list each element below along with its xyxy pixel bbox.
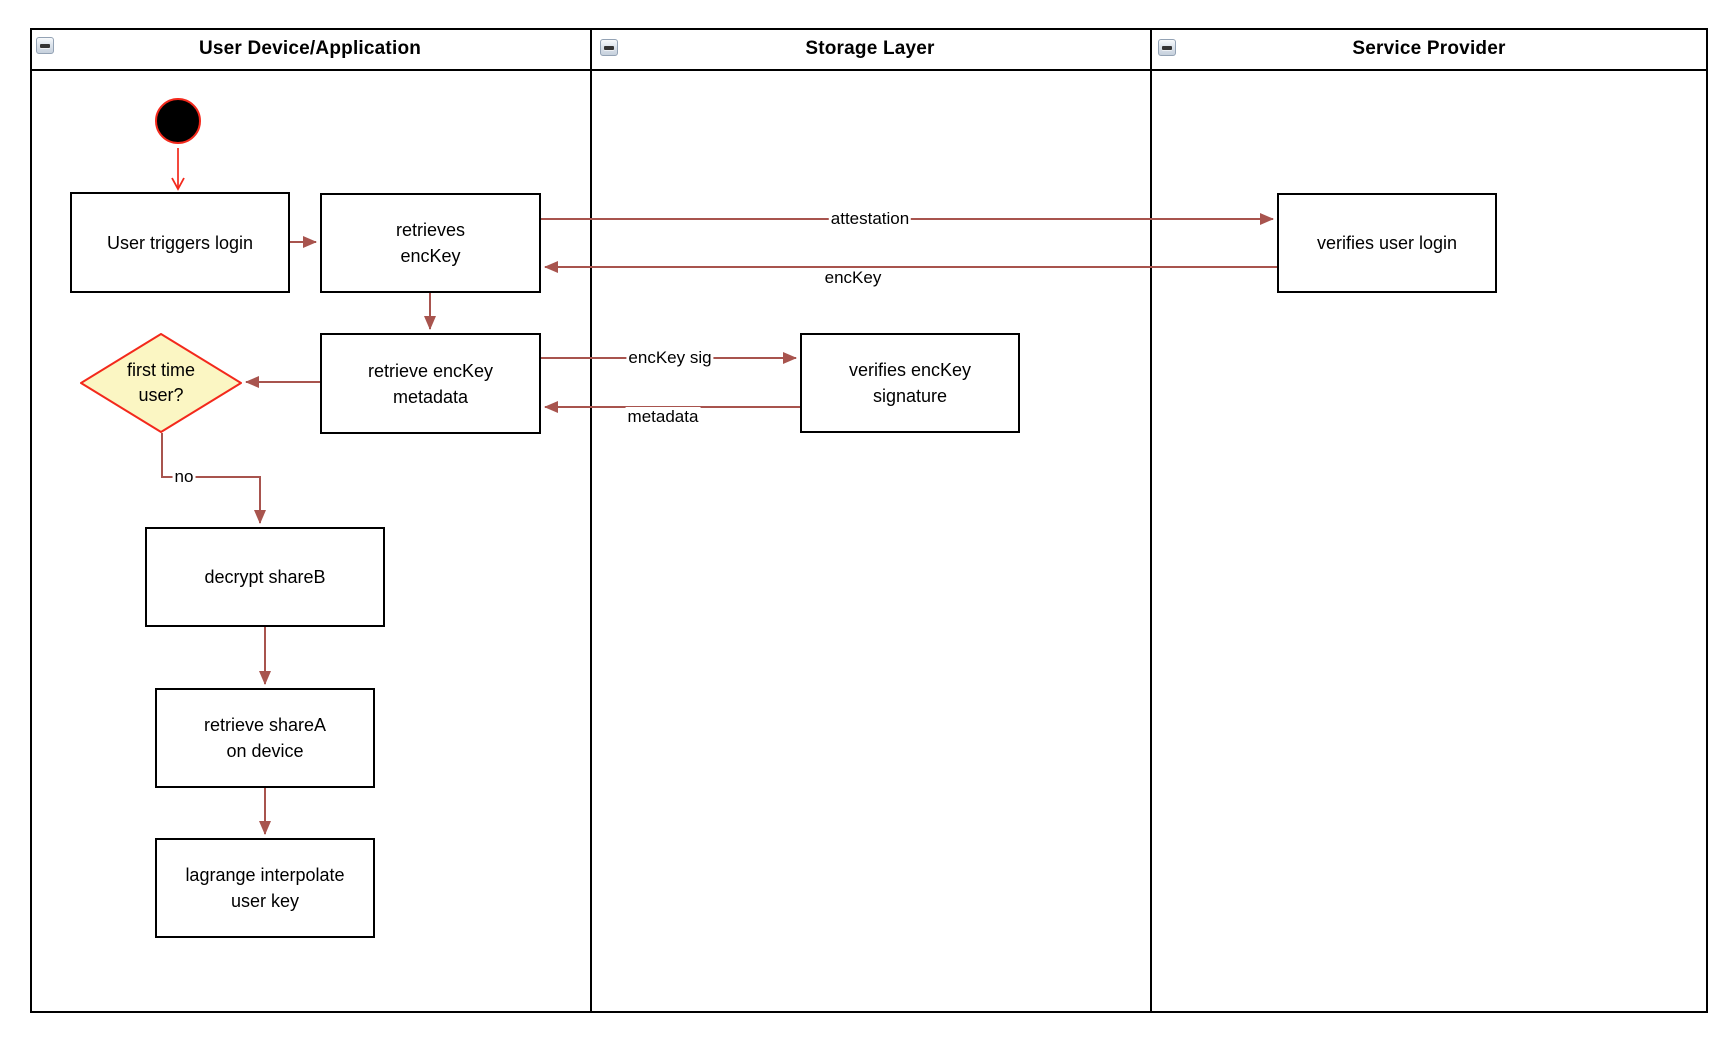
collapse-icon-service-provider[interactable]	[1158, 39, 1176, 56]
node-label-line: on device	[226, 741, 304, 761]
node-label-line: metadata	[392, 386, 469, 407]
node-retrieve-sharea[interactable]: retrieve shareA on device	[155, 688, 375, 788]
node-retrieves-enckey[interactable]: retrieves encKey	[320, 193, 541, 293]
edge-no-branch-label[interactable]: no	[172, 467, 196, 487]
node-lagrange-interpolate[interactable]: lagrange interpolate user key	[155, 838, 375, 938]
node-verifies-enckey-signature[interactable]: verifies encKey signature	[800, 333, 1020, 433]
edge-metadata-return-label[interactable]: metadata	[625, 407, 701, 427]
node-label-line: verifies encKey	[848, 360, 972, 380]
node-verifies-user-login[interactable]: verifies user login	[1277, 193, 1497, 293]
lane-title-service-provider: Service Provider	[1352, 37, 1506, 59]
node-label-line: signature	[872, 386, 948, 406]
lane-title-storage-layer: Storage Layer	[805, 37, 935, 59]
lane-title-user-device: User Device/Application	[198, 37, 422, 59]
edge-no-branch[interactable]	[161, 433, 266, 524]
node-label-line: verifies user login	[1316, 233, 1458, 253]
start-node[interactable]	[155, 98, 201, 144]
node-label-line: retrieve shareA	[203, 715, 327, 735]
node-label-line: retrieve encKey	[367, 360, 494, 381]
edge-enckey-sig-label[interactable]: encKey sig	[626, 348, 714, 368]
edge-enckey-return-label[interactable]: encKey	[822, 268, 884, 288]
collapse-icon-storage-layer[interactable]	[600, 39, 618, 56]
node-label-line: decrypt shareB	[204, 567, 326, 587]
node-user-triggers-login[interactable]: User triggers login	[70, 192, 290, 293]
lane-divider-1	[590, 28, 592, 1013]
minus-icon	[40, 43, 50, 48]
node-label-line: User triggers login	[106, 232, 254, 253]
node-retrieve-enckey-metadata[interactable]: retrieve encKey metadata	[320, 333, 541, 434]
collapse-icon-user-device[interactable]	[36, 37, 54, 54]
node-label-line: encKey	[400, 246, 461, 266]
node-label-line: lagrange interpolate	[185, 865, 345, 885]
node-decrypt-shareb[interactable]: decrypt shareB	[145, 527, 385, 627]
minus-icon	[1162, 45, 1172, 50]
minus-icon	[604, 45, 614, 50]
node-label-line: retrieves	[395, 220, 466, 240]
lane-divider-2	[1150, 28, 1152, 1013]
lane-header-separator	[30, 69, 1708, 71]
diamond-shape	[80, 333, 242, 433]
node-label-line: user key	[230, 891, 300, 911]
edge-attestation-label[interactable]: attestation	[828, 209, 912, 229]
